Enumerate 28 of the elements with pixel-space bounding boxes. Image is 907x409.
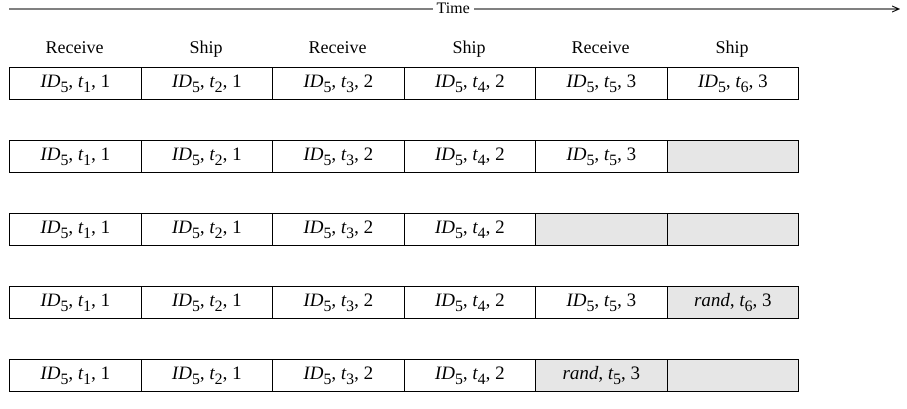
table-cell: ID$_{5}$, t$_{3}$, 2 [272,359,404,392]
table-cell: ID$_{5}$, t$_{1}$, 1 [9,67,142,100]
table-cell: ID$_{5}$, t$_{5}$, 3 [535,67,668,100]
table-cell: ID$_{5}$, t$_{1}$, 1 [9,213,142,246]
column-header: Ship [188,37,224,58]
table-cell: ID$_{5}$, t$_{1}$, 1 [9,140,142,173]
table-cell: ID$_{5}$, t$_{1}$, 1 [9,359,142,392]
table-cell: ID$_{5}$, t$_{2}$, 1 [140,140,273,173]
table-cell: ID$_{5}$, t$_{4}$, 2 [404,140,536,173]
table-cell: ID$_{5}$, t$_{6}$, 3 [666,67,799,100]
table-cell: ID$_{5}$, t$_{4}$, 2 [404,67,536,100]
column-header: Ship [714,37,750,58]
column-header: Receive [44,37,104,58]
table-cell: rand, t$_{6}$, 3 [666,286,799,319]
column-header: Ship [451,37,486,58]
column-header: Receive [570,37,630,58]
table-cell: ID$_{5}$, t$_{2}$, 1 [140,286,273,319]
column-header: Receive [308,37,368,58]
table-cell: ID$_{5}$, t$_{1}$, 1 [9,286,142,319]
table-cell: ID$_{5}$, t$_{4}$, 2 [404,286,536,319]
table-cell: ID$_{5}$, t$_{3}$, 2 [272,67,404,100]
table-cell: ID$_{5}$, t$_{2}$, 1 [140,359,273,392]
table-cell: ID$_{5}$, t$_{3}$, 2 [272,213,404,246]
table-cell: rand, t$_{5}$, 3 [535,359,668,392]
table-cell: ID$_{5}$, t$_{3}$, 2 [272,286,404,319]
table-cell: ID$_{5}$, t$_{2}$, 1 [140,67,273,100]
table-cell: ID$_{5}$, t$_{3}$, 2 [272,140,404,173]
table-cell: ID$_{5}$, t$_{2}$, 1 [140,213,273,246]
